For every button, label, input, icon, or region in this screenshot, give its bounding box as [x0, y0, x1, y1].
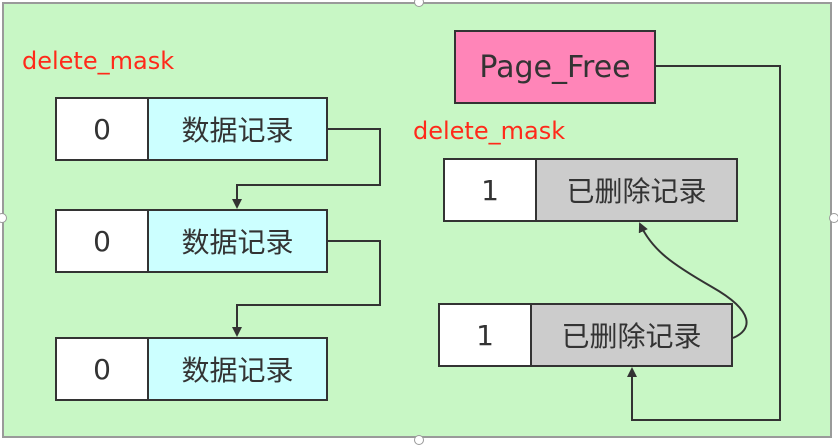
- record-name: 已删除记录: [537, 160, 736, 220]
- data-record-1: 0 数据记录: [55, 97, 328, 161]
- connector-deleted-chain: [638, 222, 748, 339]
- data-record-2: 0 数据记录: [55, 209, 328, 273]
- connector-record2-to-record3: [232, 240, 381, 337]
- connector-record1-to-record2: [232, 128, 381, 209]
- resize-handle-top[interactable]: [414, 0, 424, 7]
- deleted-record-2: 1 已删除记录: [438, 303, 733, 367]
- deleted-record-1: 1 已删除记录: [443, 158, 738, 222]
- record-name: 数据记录: [149, 211, 326, 271]
- connector-pagefree-to-deleted: [627, 65, 781, 421]
- record-delete-flag: 0: [57, 211, 149, 271]
- delete-mask-label-left: delete_mask: [22, 47, 175, 75]
- record-delete-flag: 0: [57, 339, 149, 399]
- record-name: 已删除记录: [532, 305, 731, 365]
- record-name: 数据记录: [149, 339, 326, 399]
- resize-handle-left[interactable]: [0, 213, 7, 223]
- record-name: 数据记录: [149, 99, 326, 159]
- record-delete-flag: 0: [57, 99, 149, 159]
- record-delete-flag: 1: [440, 305, 532, 365]
- record-delete-flag: 1: [445, 160, 537, 220]
- data-record-3: 0 数据记录: [55, 337, 328, 401]
- delete-mask-label-right: delete_mask: [413, 117, 566, 145]
- resize-handle-right[interactable]: [829, 213, 838, 223]
- page-free-box: Page_Free: [454, 30, 656, 104]
